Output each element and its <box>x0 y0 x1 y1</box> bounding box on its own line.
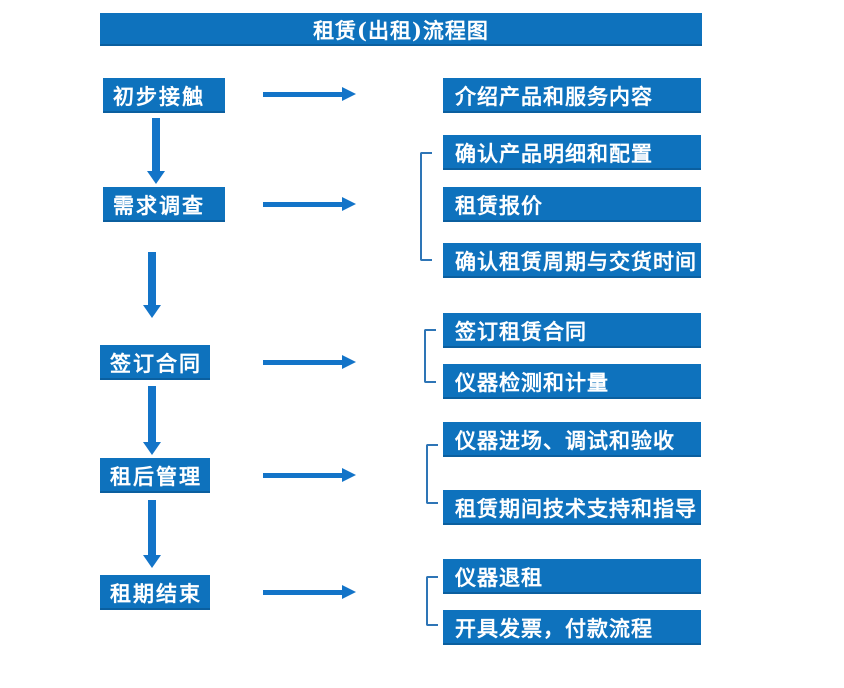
arrow-shaft <box>263 589 342 595</box>
arrow-shaft <box>263 472 342 478</box>
detail-confirm-rental-period-delivery: 确认租赁周期与交货时间 <box>443 243 701 278</box>
detail-instrument-entry-commissioning: 仪器进场、调试和验收 <box>443 422 701 457</box>
detail-instrument-testing-measurement: 仪器检测和计量 <box>443 364 701 399</box>
stage-post-rental-management: 租后管理 <box>100 458 210 493</box>
detail-sign-rental-contract: 签订租赁合同 <box>443 313 701 348</box>
right-arrow-rental-end <box>263 585 356 599</box>
arrow-shaft <box>263 359 342 365</box>
stage-demand-survey: 需求调查 <box>103 187 225 222</box>
arrow-head-icon <box>342 87 356 101</box>
right-arrow-sign-contract <box>263 355 356 369</box>
bracket-demand-survey-group <box>420 152 432 261</box>
down-arrow-stage4-to-stage5 <box>143 500 161 568</box>
detail-instrument-return: 仪器退租 <box>443 559 701 594</box>
bracket-rental-end-group <box>426 576 438 626</box>
stage-rental-end: 租期结束 <box>100 575 210 610</box>
arrow-head-icon <box>143 442 161 455</box>
right-arrow-demand-survey <box>263 197 356 211</box>
right-arrow-post-rental-management <box>263 468 356 482</box>
arrow-shaft <box>148 500 156 555</box>
arrow-shaft <box>148 386 156 442</box>
arrow-shaft <box>263 91 342 97</box>
arrow-shaft <box>148 252 156 305</box>
down-arrow-stage3-to-stage4 <box>143 386 161 455</box>
arrow-shaft <box>152 118 160 171</box>
detail-introduce-products-services: 介绍产品和服务内容 <box>443 78 701 113</box>
arrow-shaft <box>263 201 342 207</box>
arrow-head-icon <box>143 555 161 568</box>
arrow-head-icon <box>147 171 165 184</box>
right-arrow-initial-contact <box>263 87 356 101</box>
arrow-head-icon <box>342 585 356 599</box>
detail-technical-support-guidance: 租赁期间技术支持和指导 <box>443 490 701 525</box>
arrow-head-icon <box>342 197 356 211</box>
arrow-head-icon <box>342 355 356 369</box>
stage-sign-contract: 签订合同 <box>100 345 210 380</box>
arrow-head-icon <box>342 468 356 482</box>
arrow-head-icon <box>143 305 161 318</box>
detail-invoice-payment-process: 开具发票，付款流程 <box>443 610 701 645</box>
down-arrow-stage2-to-stage3 <box>143 252 161 318</box>
flowchart-title: 租赁(出租)流程图 <box>100 13 702 46</box>
detail-rental-quotation: 租赁报价 <box>443 187 701 222</box>
bracket-post-rental-group <box>426 444 438 504</box>
detail-confirm-product-details-config: 确认产品明细和配置 <box>443 135 701 170</box>
bracket-sign-contract-group <box>424 329 436 383</box>
down-arrow-stage1-to-stage2 <box>147 118 165 184</box>
stage-initial-contact: 初步接触 <box>103 78 225 113</box>
